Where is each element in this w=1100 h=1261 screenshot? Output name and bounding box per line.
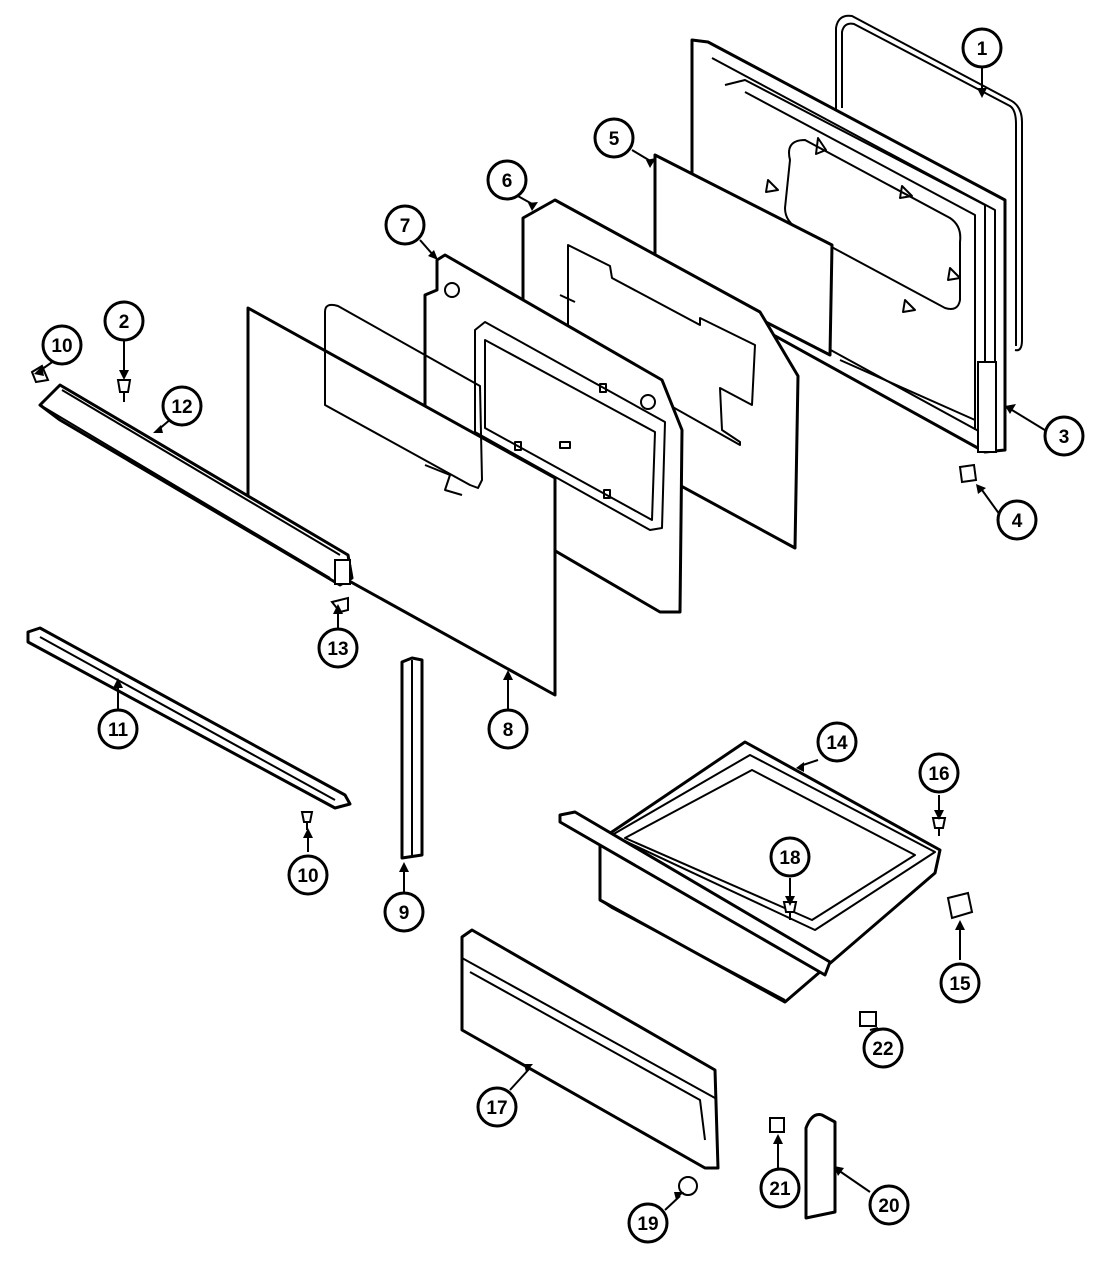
- callout-7: 7: [384, 204, 426, 246]
- callout-8: 8: [487, 708, 529, 750]
- callout-22: 22: [862, 1027, 904, 1069]
- part-drawer: [558, 740, 942, 1004]
- part-small-hardware: [30, 364, 978, 1196]
- svg-text:12: 12: [171, 397, 192, 418]
- svg-text:18: 18: [779, 848, 800, 869]
- callout-19: 19: [627, 1202, 669, 1244]
- svg-text:8: 8: [503, 720, 514, 741]
- callout-10-top: 10: [41, 324, 83, 366]
- svg-text:10: 10: [51, 336, 72, 357]
- svg-text:14: 14: [826, 733, 848, 754]
- svg-text:6: 6: [502, 171, 513, 192]
- part-drawer-front: [460, 928, 720, 1170]
- callout-18: 18: [769, 836, 811, 878]
- svg-text:1: 1: [977, 39, 988, 60]
- svg-text:2: 2: [119, 312, 130, 333]
- svg-text:22: 22: [872, 1039, 893, 1060]
- svg-text:15: 15: [949, 974, 971, 995]
- callout-6: 6: [486, 159, 528, 201]
- svg-text:5: 5: [609, 129, 620, 150]
- svg-text:13: 13: [327, 639, 348, 660]
- callout-4: 4: [996, 499, 1038, 541]
- svg-text:21: 21: [769, 1179, 791, 1200]
- callout-17: 17: [476, 1086, 518, 1128]
- part-door-gasket: [835, 14, 1023, 352]
- callout-2: 2: [103, 300, 145, 342]
- part-inner-door-panel: [690, 38, 1007, 454]
- callout-10-bottom: 10: [287, 854, 329, 896]
- callout-21: 21: [759, 1167, 801, 1209]
- callout-1: 1: [961, 27, 1003, 69]
- svg-text:17: 17: [486, 1098, 507, 1119]
- part-vent-trim: [38, 383, 354, 587]
- svg-text:19: 19: [637, 1214, 658, 1235]
- part-inner-glass: [653, 153, 834, 357]
- svg-text:4: 4: [1012, 511, 1023, 532]
- part-side-trim: [400, 656, 424, 860]
- callout-14: 14: [816, 721, 858, 763]
- callout-12: 12: [161, 385, 203, 427]
- callout-3: 3: [1043, 415, 1085, 457]
- callout-11: 11: [97, 708, 139, 750]
- part-bottom-trim: [26, 626, 352, 810]
- callout-16: 16: [918, 752, 960, 794]
- svg-text:16: 16: [928, 764, 949, 785]
- callout-9: 9: [383, 891, 425, 933]
- callout-20: 20: [868, 1184, 910, 1226]
- callout-5: 5: [593, 117, 635, 159]
- svg-text:20: 20: [878, 1196, 899, 1217]
- svg-text:10: 10: [297, 866, 318, 887]
- part-outer-door-glass: [246, 303, 557, 697]
- svg-text:11: 11: [108, 720, 129, 741]
- callout-15: 15: [939, 962, 981, 1004]
- svg-text:9: 9: [399, 903, 410, 924]
- svg-text:7: 7: [400, 216, 411, 237]
- part-drawer-handle: [804, 1113, 837, 1220]
- callout-13: 13: [317, 627, 359, 669]
- svg-text:3: 3: [1059, 427, 1070, 448]
- arrowheads: [34, 88, 1016, 1200]
